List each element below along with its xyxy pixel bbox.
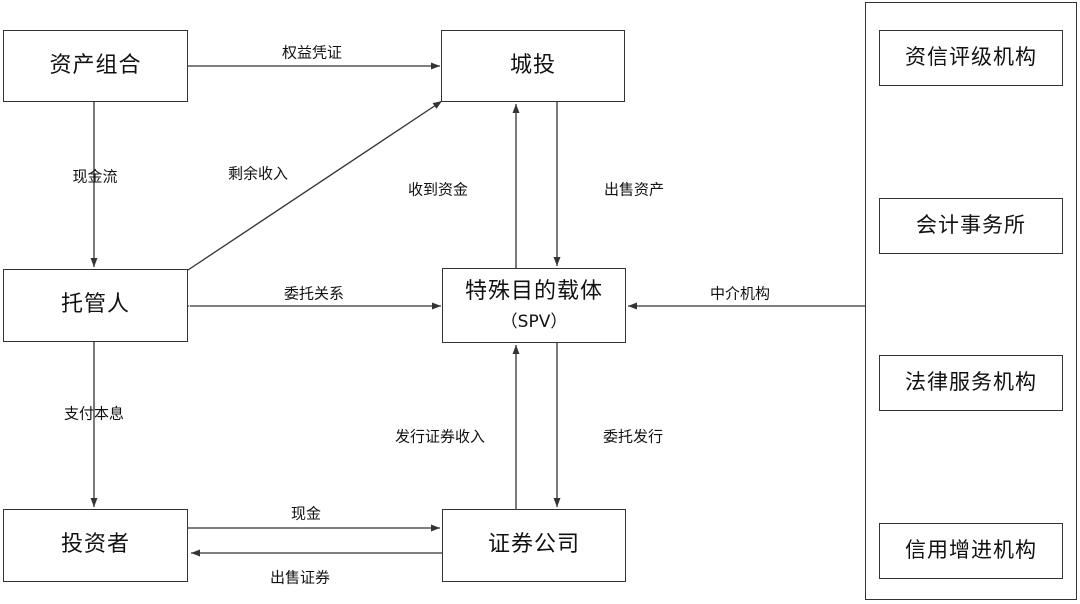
edge-label-cash-flow: 现金流 [72, 167, 118, 186]
node-investor: 投资者 [3, 509, 188, 582]
edge-residual-income [187, 100, 443, 271]
intermediary-legal-services: 法律服务机构 [879, 355, 1063, 411]
node-chengtou: 城投 [441, 30, 625, 102]
node-securities-company-label: 证券公司 [487, 532, 580, 558]
edge-label-residual-income: 剩余收入 [227, 164, 289, 183]
intermediary-rating-agency: 资信评级机构 [879, 30, 1063, 86]
intermediary-legal-services-label: 法律服务机构 [905, 370, 1037, 395]
node-chengtou-label: 城投 [509, 52, 556, 78]
intermediary-rating-agency-label: 资信评级机构 [905, 45, 1037, 70]
edge-label-funds-received: 收到资金 [407, 180, 469, 199]
intermediary-credit-enhancement: 信用增进机构 [879, 523, 1063, 579]
node-spv-label: 特殊目的载体 [464, 279, 603, 305]
edge-label-intermediary: 中介机构 [709, 284, 771, 303]
node-spv-sublabel: （SPV） [500, 311, 568, 332]
intermediary-accounting-firm-label: 会计事务所 [916, 213, 1026, 238]
edge-label-pay-principal-interest: 支付本息 [63, 404, 125, 423]
edge-label-entrusted-issuance: 委托发行 [602, 427, 664, 446]
node-investor-label: 投资者 [60, 532, 130, 558]
intermediary-accounting-firm: 会计事务所 [879, 198, 1063, 254]
intermediary-credit-enhancement-label: 信用增进机构 [905, 538, 1037, 563]
edge-label-sell-assets: 出售资产 [603, 180, 665, 199]
intermediaries-panel [865, 2, 1077, 600]
edge-label-cash: 现金 [290, 504, 322, 523]
node-spv: 特殊目的载体 （SPV） [442, 268, 626, 343]
node-custodian: 托管人 [3, 269, 188, 342]
node-custodian-label: 托管人 [60, 292, 130, 318]
edge-label-equity-certificate: 权益凭证 [281, 43, 343, 62]
edge-label-sell-securities: 出售证券 [269, 568, 331, 587]
node-securities-company: 证券公司 [442, 509, 626, 582]
edge-label-issuance-proceeds: 发行证券收入 [394, 427, 486, 446]
edge-label-entrust-relation: 委托关系 [283, 284, 345, 303]
node-asset-pool: 资产组合 [3, 30, 188, 102]
node-asset-pool-label: 资产组合 [49, 52, 142, 78]
